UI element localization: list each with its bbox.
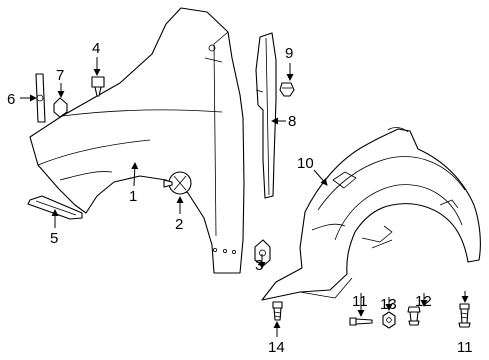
callout-14: 14 bbox=[268, 339, 285, 356]
push-clip bbox=[279, 82, 295, 97]
callout-1: 1 bbox=[129, 188, 137, 205]
grommet-nut bbox=[407, 306, 421, 326]
fender-liner bbox=[261, 127, 481, 301]
callout-labels: 1 2 3 4 5 6 7 8 9 10 11 12 13 11 14 bbox=[7, 40, 473, 356]
callout-3: 3 bbox=[255, 257, 263, 274]
pillar-seal bbox=[255, 32, 277, 199]
callout-11-right: 11 bbox=[457, 339, 473, 356]
splash-shield-screw bbox=[382, 311, 396, 329]
callout-7: 7 bbox=[56, 67, 64, 84]
callout-12: 12 bbox=[415, 293, 432, 310]
callout-2: 2 bbox=[175, 216, 183, 233]
fender bbox=[29, 7, 245, 274]
bracket bbox=[35, 73, 46, 123]
callout-6: 6 bbox=[7, 91, 15, 108]
callout-10: 10 bbox=[297, 155, 314, 172]
nut bbox=[53, 97, 68, 118]
clip-nut bbox=[254, 239, 271, 267]
callout-8: 8 bbox=[288, 113, 296, 130]
callout-5: 5 bbox=[50, 230, 58, 247]
screw-right bbox=[458, 303, 471, 328]
callout-9: 9 bbox=[285, 45, 293, 62]
callout-13: 13 bbox=[380, 296, 397, 313]
callout-11-left: 11 bbox=[352, 293, 368, 310]
callout-4: 4 bbox=[92, 40, 100, 57]
lower-screw bbox=[272, 301, 283, 321]
bolt bbox=[91, 76, 105, 97]
fender-bolt bbox=[163, 171, 192, 195]
leader-lines bbox=[20, 57, 469, 337]
screw bbox=[349, 317, 373, 326]
fender-seal bbox=[27, 195, 83, 220]
